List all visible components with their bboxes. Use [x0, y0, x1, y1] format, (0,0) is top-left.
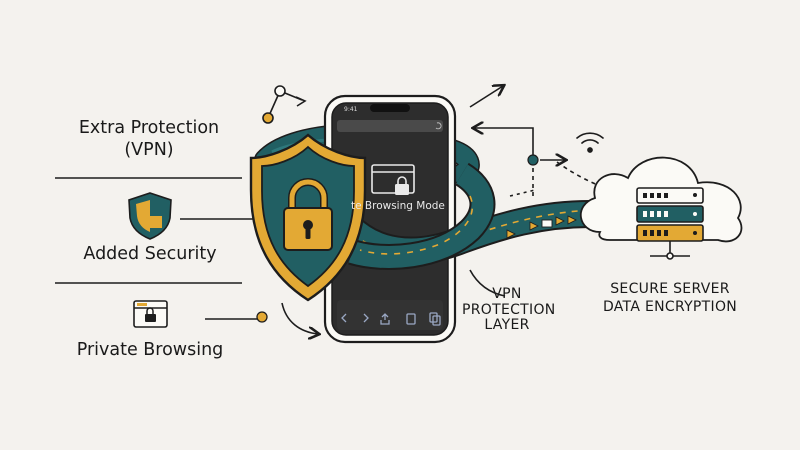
server-icon: [636, 187, 704, 260]
browser-lock-small-icon: [133, 300, 168, 328]
server-label-line2: DATA ENCRYPTION: [602, 299, 738, 316]
left-dividers: [55, 177, 258, 320]
extra-protection-label: Extra Protection (VPN): [64, 118, 234, 160]
node-arrow-icon: [295, 96, 307, 107]
node-dot-icon: [527, 154, 539, 166]
network-node-icon: [262, 85, 303, 124]
screen-browser-lock-icon: [371, 164, 415, 195]
added-security-label: Added Security: [83, 244, 217, 264]
screen-mode-label: te Browsing Mode: [351, 200, 445, 212]
server-label-line1: SECURE SERVER: [610, 281, 730, 297]
wifi-icon: [576, 132, 604, 153]
curved-arrow-icon: [281, 302, 318, 334]
vpn-label-line3: LAYER: [484, 317, 530, 334]
status-time: 9:41: [344, 106, 358, 113]
vpn-protection-label: VPN PROTECTION LAYER: [462, 286, 556, 334]
dot-icon: [256, 311, 268, 323]
secure-server-label: SECURE SERVER DATA ENCRYPTION: [600, 280, 740, 316]
vpn-label-line2: PROTECTION: [462, 301, 556, 318]
vpn-label-line1: VPN: [492, 286, 522, 302]
padlock-icon: [283, 178, 333, 251]
private-browsing-label: Private Browsing: [76, 340, 224, 360]
extra-protection-line2: (VPN): [124, 140, 174, 160]
small-shield-icon: [128, 192, 172, 240]
extra-protection-line1: Extra Protection: [78, 118, 220, 138]
